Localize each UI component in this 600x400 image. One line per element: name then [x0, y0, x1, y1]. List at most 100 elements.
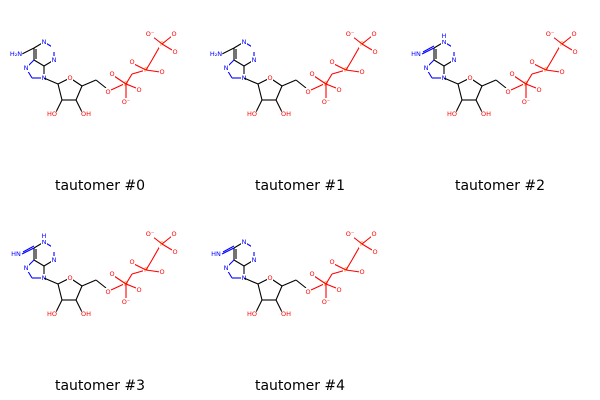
- label-background: [121, 298, 131, 306]
- bond: [75, 85, 83, 101]
- phosphate-bond: [133, 63, 147, 71]
- glycosidic-bond: [243, 77, 259, 85]
- phosphate-o-minus: O⁻: [322, 298, 331, 306]
- phosphate-bond: [510, 83, 525, 91]
- label-background: [223, 264, 229, 272]
- phosphate-oxygen: O: [359, 268, 364, 276]
- phosphate-bond: [125, 283, 137, 289]
- glycosidic-bond: [243, 277, 259, 285]
- ring-nitrogen-label: N: [242, 38, 247, 46]
- label-background: [467, 74, 473, 82]
- label-background: [321, 298, 331, 306]
- ribose-oxygen-label: O: [67, 74, 72, 82]
- bond: [81, 79, 97, 87]
- phosphate-oxygen: O: [109, 270, 114, 278]
- bond: [475, 85, 483, 101]
- label-background: [251, 244, 257, 252]
- phosphate-bond: [525, 73, 533, 85]
- phosphate-o-minus: O⁻: [122, 298, 131, 306]
- glycosidic-bond: [443, 77, 459, 85]
- phosphate-bond: [351, 45, 361, 61]
- phosphate-bond: [545, 59, 553, 71]
- amino-group-label: H₂N: [10, 50, 22, 58]
- label-background: [171, 30, 177, 38]
- label-background: [359, 68, 365, 76]
- phosphate-bond: [151, 245, 161, 261]
- label-background: [251, 56, 257, 64]
- phosphate-bond: [313, 275, 327, 285]
- phosphate-bond: [145, 269, 161, 273]
- bond: [255, 99, 263, 113]
- label-background: [241, 238, 247, 246]
- phosphate-o-minus: O⁻: [346, 230, 355, 238]
- label-background: [23, 64, 29, 72]
- label-background: [371, 230, 377, 238]
- label-background: [481, 110, 491, 118]
- label-background: [251, 256, 257, 264]
- ring-nitrogen-label: N: [224, 64, 229, 72]
- bond: [81, 279, 97, 287]
- phosphate-oxygen: O: [172, 248, 177, 256]
- label-background: [223, 64, 229, 72]
- bond: [455, 99, 463, 113]
- bond: [55, 299, 63, 313]
- phosphate-bond: [145, 59, 153, 71]
- phosphate-bond: [361, 35, 373, 45]
- amino-group-label: HN: [211, 250, 221, 258]
- label-background: [345, 230, 355, 238]
- phosphate-bond: [351, 245, 361, 261]
- bond: [275, 85, 283, 101]
- label-background: [136, 86, 142, 94]
- label-background: [121, 98, 131, 106]
- label-background: [441, 32, 447, 40]
- phosphate-bond: [151, 45, 161, 61]
- label-background: [505, 88, 511, 96]
- label-background: [145, 30, 155, 38]
- hydroxyl-label: OH: [281, 110, 291, 118]
- ring-nitrogen-label: N: [52, 256, 57, 264]
- phosphate-bond: [525, 83, 537, 89]
- amino-bond: [222, 245, 235, 253]
- phosphate-oxygen: O: [329, 258, 334, 266]
- label-background: [267, 274, 273, 282]
- phosphate-bond: [161, 43, 173, 51]
- ring-nitrogen-label: N: [224, 264, 229, 272]
- phosphate-oxygen: O: [159, 68, 164, 76]
- phosphate-bond: [325, 73, 333, 85]
- hydroxyl-label: OH: [81, 310, 91, 318]
- label-background: [9, 50, 23, 58]
- bond: [295, 79, 307, 89]
- bond: [275, 99, 283, 113]
- label-background: [281, 310, 291, 318]
- ring-nh-label: H: [42, 232, 47, 240]
- phosphate-bond: [361, 235, 373, 245]
- ring-nitrogen-label: N: [252, 256, 257, 264]
- label-background: [171, 230, 177, 238]
- phosphate-oxygen: O: [172, 48, 177, 56]
- label-background: [251, 44, 257, 52]
- bond: [295, 279, 307, 289]
- bond: [95, 79, 107, 89]
- phosphate-oxygen: O: [129, 58, 134, 66]
- phosphate-oxygen: O: [336, 286, 341, 294]
- label-background: [359, 268, 365, 276]
- amino-group-label: HN: [11, 250, 21, 258]
- label-background: [309, 70, 315, 78]
- ribose-oxygen-label: O: [467, 74, 472, 82]
- bond: [257, 83, 263, 101]
- phosphate-bond: [125, 83, 137, 89]
- phosphate-bond: [545, 69, 561, 73]
- label-background: [81, 310, 91, 318]
- label-background: [41, 238, 47, 246]
- bond: [75, 285, 83, 301]
- phosphate-oxygen: O: [129, 258, 134, 266]
- label-background: [536, 86, 542, 94]
- phosphate-bond: [325, 83, 337, 89]
- bond: [233, 59, 245, 67]
- label-background: [11, 250, 21, 258]
- bond: [257, 283, 263, 301]
